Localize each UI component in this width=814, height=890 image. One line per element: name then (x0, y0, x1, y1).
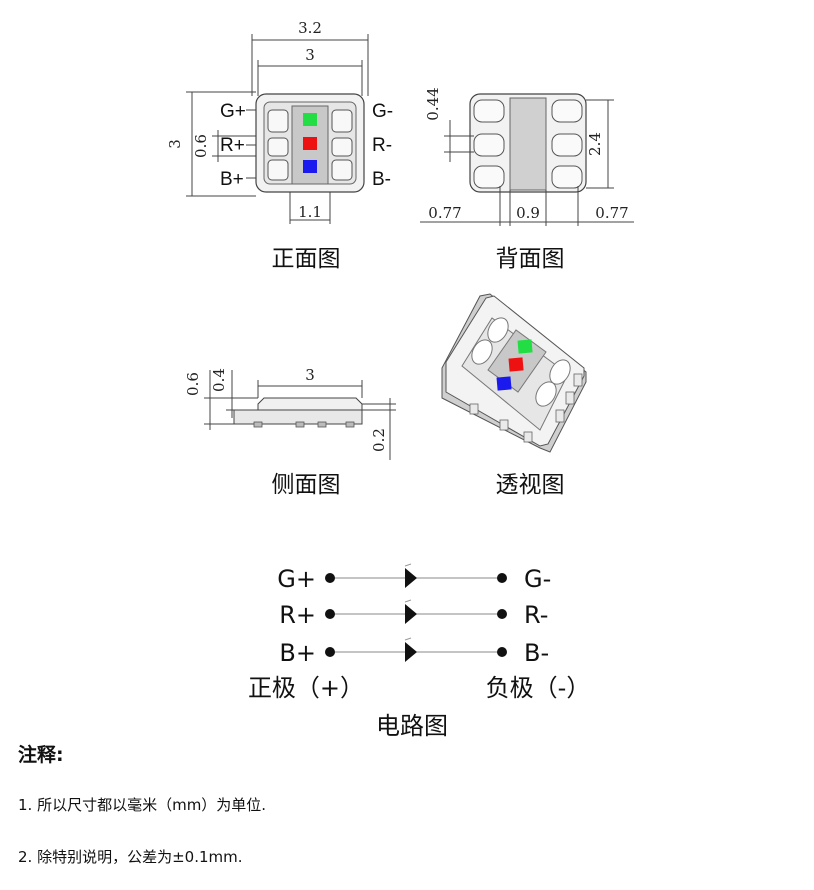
dim-span: 2.4 (586, 132, 604, 156)
notes-title: 注释: (18, 744, 64, 766)
circuit-label-b-plus: B+ (279, 639, 316, 667)
dim-pitch: 0.6 (192, 134, 210, 158)
dim-body-width: 3 (305, 46, 315, 64)
back-view-caption: 背面图 (496, 246, 565, 272)
note-line-1: 1. 所以尺寸都以毫米（mm）为单位. (18, 796, 267, 814)
front-view: 3.2 3 3 0.6 1.1 G+ R+ B+ G- R- B- 正面图 (166, 19, 393, 272)
pin-label-g-plus: G+ (220, 101, 246, 122)
circuit-diagram: G+ R+ B+ G- R- B- 正极（+） 负极（-） 电路图 (248, 563, 591, 740)
circuit-label-r-minus: R- (524, 601, 548, 629)
dim-side-width: 3 (305, 366, 315, 384)
dim-left: 0.77 (428, 204, 461, 222)
blue-chip (303, 160, 317, 173)
negative-label: 负极（-） (486, 674, 591, 702)
circuit-label-g-plus: G+ (277, 565, 316, 593)
circuit-label-r-plus: R+ (279, 601, 316, 629)
note-line-2: 2. 除特别说明，公差为±0.1mm. (18, 848, 243, 866)
dim-body-height: 0.4 (210, 368, 228, 392)
back-view: 0.44 2.4 0.77 0.9 0.77 背面图 (420, 87, 634, 272)
perspective-view: 透视图 (441, 293, 587, 498)
positive-label: 正极（+） (248, 674, 364, 702)
pin-label-r-minus: R- (372, 135, 392, 156)
dim-pad-height: 0.44 (424, 87, 442, 120)
pin-label-g-minus: G- (372, 101, 393, 122)
dim-height: 3 (166, 139, 184, 149)
dim-total-height: 0.6 (184, 372, 202, 396)
side-view-caption: 侧面图 (272, 472, 341, 498)
dim-base: 0.2 (370, 428, 388, 452)
front-view-caption: 正面图 (272, 246, 341, 272)
red-chip (303, 137, 317, 150)
side-view: 3 0.6 0.4 0.2 侧面图 (184, 366, 396, 498)
pin-label-b-minus: B- (372, 169, 391, 190)
circuit-caption: 电路图 (376, 712, 448, 740)
pin-label-r-plus: R+ (220, 135, 245, 156)
circuit-label-b-minus: B- (524, 639, 549, 667)
circuit-label-g-minus: G- (524, 565, 551, 593)
dim-center: 0.9 (516, 204, 540, 222)
perspective-view-caption: 透视图 (496, 472, 565, 498)
dim-pad-width: 1.1 (298, 203, 322, 221)
dim-total-width: 3.2 (298, 19, 322, 37)
dim-right: 0.77 (595, 204, 628, 222)
pin-label-b-plus: B+ (220, 169, 244, 190)
green-chip (303, 113, 317, 126)
